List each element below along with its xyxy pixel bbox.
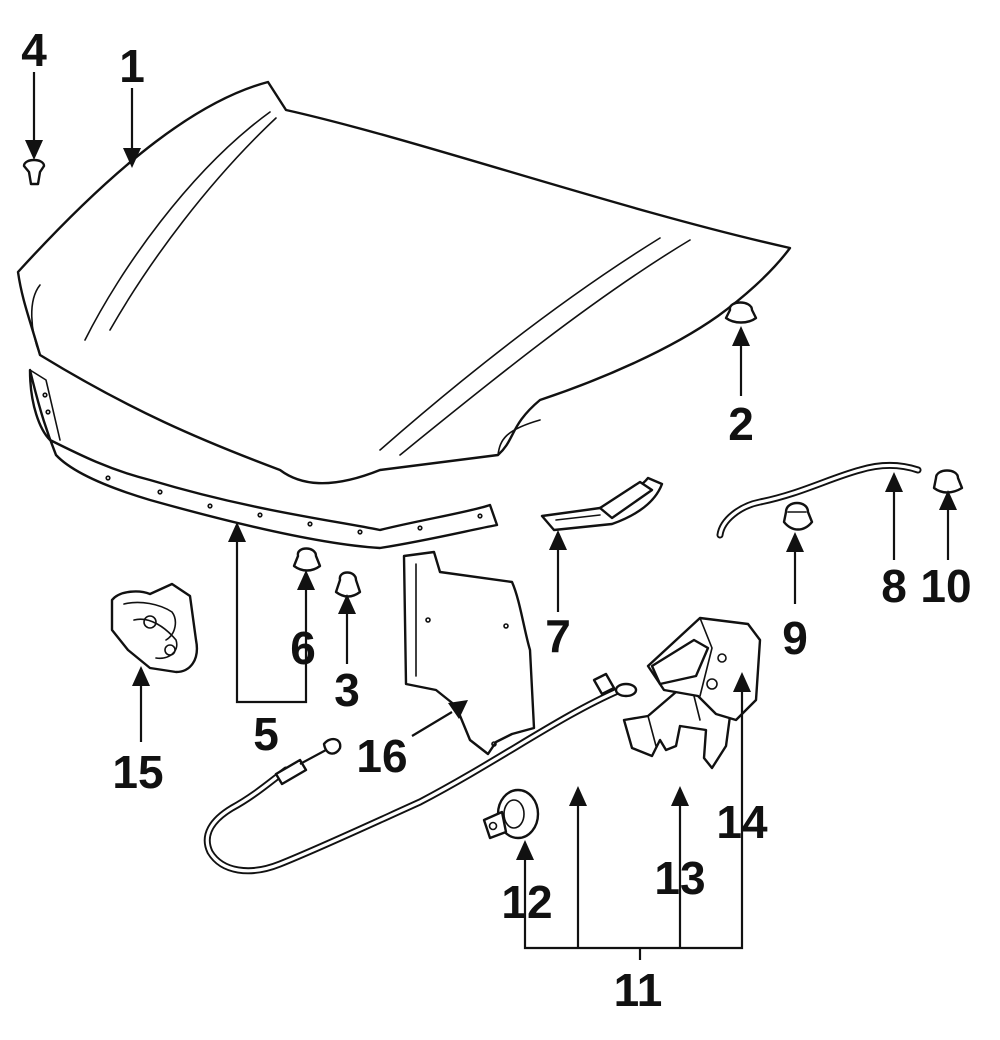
bumper-part-2[interactable] <box>724 301 758 324</box>
callout-2: 2 <box>728 398 754 450</box>
callout-6: 6 <box>290 622 316 674</box>
callout-5: 5 <box>253 708 279 760</box>
callout-16: 16 <box>356 730 407 782</box>
callout-labels: 1 2 3 4 5 6 7 8 9 10 11 12 13 14 15 16 <box>21 24 971 1016</box>
hood-release-cable[interactable] <box>203 672 638 875</box>
callout-9: 9 <box>782 612 808 664</box>
clip-part-4[interactable] <box>22 158 46 186</box>
hood-hinge-bracket[interactable] <box>540 476 664 532</box>
grommet-part-9[interactable] <box>782 501 814 531</box>
bumper-part-3[interactable] <box>334 571 362 598</box>
callout-8: 8 <box>881 560 907 612</box>
hood-release-handle[interactable] <box>482 788 540 840</box>
hood-insulator-panel[interactable] <box>402 550 536 756</box>
callout-14: 14 <box>716 796 768 848</box>
hood-panel[interactable] <box>16 80 792 485</box>
callout-7: 7 <box>545 610 571 662</box>
callout-15: 15 <box>112 746 163 798</box>
leader-lines <box>25 72 957 960</box>
callout-13: 13 <box>654 852 705 904</box>
callout-3: 3 <box>334 664 360 716</box>
hood-latch-left[interactable] <box>110 582 199 674</box>
callout-10: 10 <box>920 560 971 612</box>
callout-12: 12 <box>501 876 552 928</box>
clip-part-10[interactable] <box>932 469 964 494</box>
callout-1: 1 <box>119 40 145 92</box>
callout-4: 4 <box>21 24 47 76</box>
hood-latch-right[interactable] <box>646 616 762 722</box>
hood-front-reinforcement[interactable] <box>28 368 499 550</box>
clip-part-6[interactable] <box>292 547 322 572</box>
hood-prop-rod[interactable] <box>716 462 922 539</box>
callout-11: 11 <box>614 964 663 1016</box>
